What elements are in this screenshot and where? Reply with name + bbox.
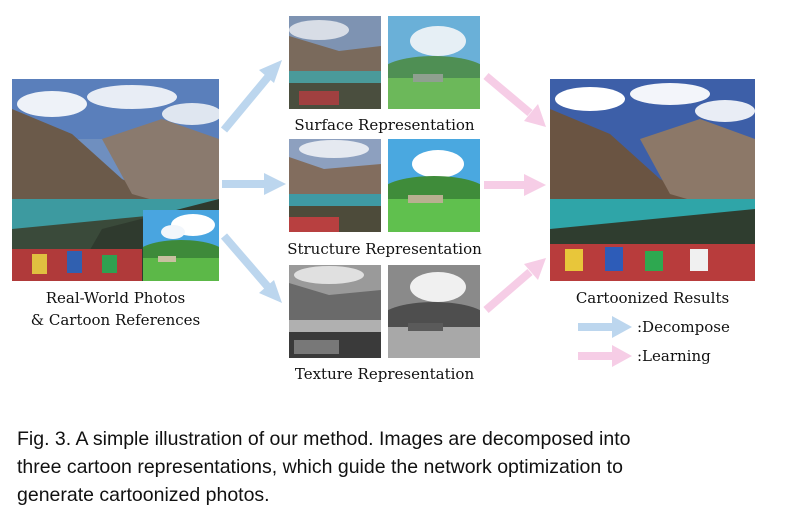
texture-label: Texture Representation: [294, 365, 475, 383]
input-label-line2: & Cartoon References: [30, 311, 201, 329]
output-label: Cartoonized Results: [575, 289, 730, 307]
surface-photo: [289, 16, 381, 109]
structure-photo: [289, 139, 381, 232]
learning-arrowhead-texture: [524, 258, 546, 280]
texture-cartoon: [388, 265, 480, 358]
caption-line1: Fig. 3. A simple illustration of our met…: [17, 428, 631, 450]
legend-decompose-label: :Decompose: [637, 318, 730, 336]
texture-photo: [289, 265, 381, 358]
learning-arrowhead-surface: [524, 104, 546, 127]
learning-arrowhead-structure: [524, 174, 546, 196]
legend-learning-arrowhead: [612, 345, 632, 367]
caption-line2: three cartoon representations, which gui…: [17, 456, 623, 478]
decompose-arrow-surface: [220, 74, 272, 133]
decompose-arrow-texture: [220, 233, 272, 290]
surface-label: Surface Representation: [294, 116, 475, 134]
caption-line3: generate cartoonized photos.: [17, 484, 270, 506]
learning-arrow-texture: [483, 268, 533, 314]
structure-cartoon: [388, 139, 480, 232]
input-label: Real-World Photos & Cartoon References: [12, 287, 219, 331]
figure-caption: Fig. 3. A simple illustration of our met…: [17, 425, 777, 509]
legend-learning-label: :Learning: [637, 347, 711, 365]
input-label-line1: Real-World Photos: [45, 289, 186, 307]
decompose-arrowhead-surface: [259, 60, 282, 83]
legend-decompose-arrowhead: [612, 316, 632, 338]
decompose-arrowhead-structure: [264, 173, 286, 195]
structure-label: Structure Representation: [287, 240, 482, 258]
learning-arrow-surface: [483, 72, 533, 117]
decompose-arrowhead-texture: [259, 280, 282, 303]
input-cartoon-reference: [143, 210, 219, 281]
surface-cartoon: [388, 16, 480, 109]
output-cartoonized-photo: [550, 79, 755, 281]
